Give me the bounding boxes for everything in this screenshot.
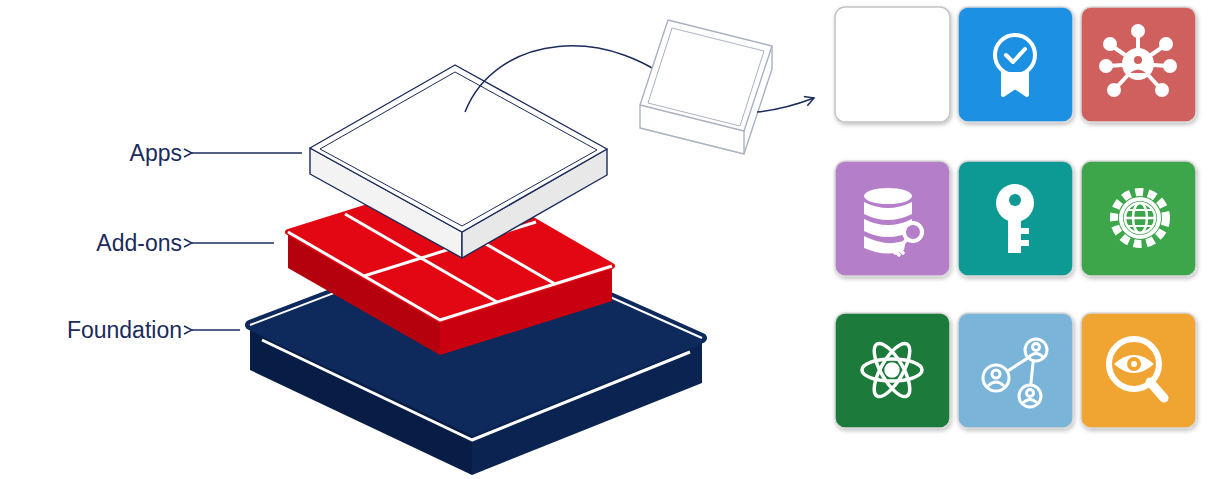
apps-layer-part <box>320 72 597 226</box>
people-network-icon-part <box>992 370 1000 378</box>
floating-tile-part <box>648 28 764 126</box>
network-icon-part <box>1112 46 1138 64</box>
key-icon-part <box>1008 215 1021 253</box>
apps-layer <box>310 65 607 258</box>
app-tiles <box>835 7 1196 428</box>
key-icon-part <box>1020 240 1029 246</box>
app-tiles-part <box>835 313 950 428</box>
network-icon-part <box>1161 39 1171 49</box>
network-icon-part <box>1105 39 1115 49</box>
network-icon-part <box>1138 46 1164 64</box>
gear-globe-icon-part <box>1128 225 1152 227</box>
layer-label: Add-ons <box>96 229 182 257</box>
app-tiles-part <box>1081 313 1196 428</box>
gear-globe-icon-part <box>1125 203 1155 233</box>
floating-tile-part <box>640 20 772 131</box>
gear-globe-icon <box>1114 192 1166 244</box>
network-icon-part <box>1138 64 1160 88</box>
people-network-icon-part <box>1023 400 1037 404</box>
network-icon-part <box>1133 26 1143 36</box>
leader-arrows <box>192 153 302 330</box>
database-key-icon-part <box>864 188 912 204</box>
atom-icon <box>862 339 922 402</box>
small-arrow-part <box>757 98 814 112</box>
network-icon-part <box>1109 85 1119 95</box>
badge-icon-part <box>1003 72 1027 95</box>
network-icon <box>1101 26 1175 95</box>
network-icon-part <box>1116 64 1138 88</box>
badge-icon-part <box>995 35 1035 75</box>
gear-globe-icon-part <box>1128 209 1152 211</box>
people-network-icon-part <box>983 365 1009 391</box>
people-network-icon-part <box>1019 385 1041 407</box>
app-tiles-part <box>1081 161 1196 276</box>
network-icon-part <box>1134 56 1142 64</box>
eye-search-icon-part <box>1127 357 1141 371</box>
atom-icon-part <box>886 364 898 376</box>
people-network-icon <box>983 339 1047 407</box>
badge-icon <box>995 35 1035 95</box>
key-icon <box>996 184 1034 253</box>
apps-layer-part <box>310 65 607 232</box>
leader-arrows-part <box>192 329 240 331</box>
network-icon-part <box>1130 70 1146 74</box>
app-tiles-part <box>958 313 1073 428</box>
database-key-icon <box>864 188 922 255</box>
eye-search-icon-part <box>1114 355 1154 373</box>
layer-label: Apps <box>130 139 182 167</box>
gear-globe-icon-part <box>1125 217 1155 220</box>
atom-icon-part <box>867 339 916 402</box>
people-network-icon-part <box>988 382 1004 386</box>
leader-arrows-part <box>192 242 274 244</box>
people-network-icon-part <box>1033 344 1040 351</box>
small-arrow <box>757 98 814 112</box>
people-network-icon-part <box>1027 390 1034 397</box>
app-tiles-part <box>958 7 1073 122</box>
foundation-layer-part <box>262 340 690 440</box>
eye-search-icon-part <box>1131 361 1137 367</box>
network-icon-part <box>1101 61 1111 71</box>
layer-label: Foundation <box>67 316 182 344</box>
gear-globe-icon-part <box>1114 192 1166 244</box>
badge-icon-part <box>1006 49 1025 62</box>
app-tiles-part <box>835 7 950 122</box>
people-network-icon-part <box>1025 339 1047 361</box>
network-icon-part <box>1165 61 1175 71</box>
floating-tile <box>640 20 772 154</box>
network-icon-part <box>1157 85 1167 95</box>
gear-globe-icon-part <box>1121 199 1159 237</box>
people-network-icon-part <box>1029 354 1043 358</box>
atom-icon-part <box>862 359 922 381</box>
atom-icon-part <box>867 339 916 402</box>
eye-search-icon-part <box>1150 382 1164 398</box>
leader-arrows-part <box>192 152 302 154</box>
database-key-icon-part <box>895 239 907 255</box>
app-tiles-part <box>835 161 950 276</box>
key-icon-part <box>1009 194 1021 206</box>
app-tiles-part <box>958 161 1073 276</box>
eye-search-icon <box>1109 339 1164 398</box>
app-tiles-part <box>1081 7 1196 122</box>
floating-tile-part <box>640 105 744 154</box>
key-icon-part <box>1020 228 1029 234</box>
database-key-icon-part <box>864 202 912 220</box>
